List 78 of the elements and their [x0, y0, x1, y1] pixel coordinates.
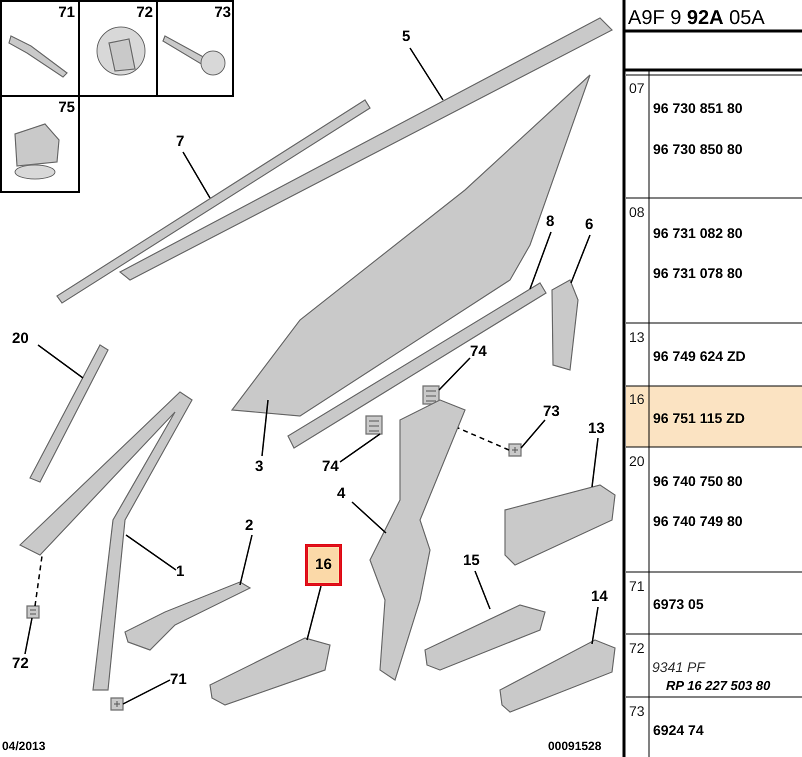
- leader-line: [474, 570, 491, 610]
- callout-number: 73: [214, 4, 231, 21]
- rivet: [110, 697, 124, 711]
- leader-line: [570, 234, 591, 284]
- leader-line: [520, 420, 546, 448]
- row-number: 08: [629, 204, 645, 220]
- callout-number: 74: [322, 458, 339, 475]
- part-number: 96 740 750 80: [653, 473, 743, 489]
- leader-line: [409, 48, 444, 100]
- dashed-assembly-line: [458, 427, 510, 451]
- callout-number: 4: [337, 485, 346, 502]
- leader-line: [340, 433, 380, 463]
- leader-line: [261, 400, 269, 456]
- callout-number: 5: [402, 28, 410, 45]
- callout-number: 73: [543, 403, 560, 420]
- callout-number: 71: [58, 4, 75, 21]
- window-switch: [499, 639, 616, 713]
- leader-line: [122, 679, 170, 705]
- leader-line: [306, 586, 322, 640]
- leader-line: [38, 344, 84, 379]
- clip: [365, 415, 383, 435]
- part-number: 96 730 851 80: [653, 100, 743, 116]
- highlighted-callout: 16: [305, 544, 342, 586]
- part-number: 96 751 115 ZD: [653, 410, 745, 426]
- row-number: 73: [629, 703, 645, 719]
- sheet-reference: A9F 9 92A 05A: [628, 7, 765, 29]
- window-switch: [209, 637, 331, 706]
- belt-moulding: [56, 99, 371, 304]
- callout-number: 71: [170, 671, 187, 688]
- leader-line: [126, 534, 176, 571]
- row-number: 16: [629, 391, 645, 407]
- leader-line: [529, 232, 552, 290]
- leader-line: [591, 606, 599, 644]
- leader-line: [182, 152, 211, 198]
- part-number: 96 731 078 80: [653, 265, 743, 281]
- footer-note: 00091528: [548, 738, 602, 754]
- mounting-bracket: [551, 279, 579, 371]
- row-number: 71: [629, 578, 645, 594]
- callout-number: 8: [546, 213, 554, 230]
- callout-number: 13: [588, 420, 605, 437]
- trim-strip: [29, 344, 109, 483]
- callout-number: 6: [585, 216, 594, 233]
- clip: [26, 605, 40, 619]
- leader-line: [591, 438, 599, 488]
- part-number: 96 731 082 80: [653, 225, 743, 241]
- callout-number: 15: [463, 552, 480, 569]
- callout-number: 14: [591, 588, 608, 605]
- callout-number: 72: [12, 655, 29, 672]
- callout-number: 20: [12, 330, 29, 347]
- row-number: 07: [629, 80, 645, 96]
- leader-line: [438, 357, 471, 391]
- part-number: 96 740 749 80: [653, 513, 743, 529]
- footer-note: 04/2013: [2, 738, 46, 754]
- row-number: 20: [629, 453, 645, 469]
- leader-line: [24, 618, 33, 654]
- callout-number: 7: [176, 133, 184, 150]
- part-number: 6973 05: [653, 596, 704, 612]
- part-number: 6924 74: [653, 722, 704, 738]
- callout-number: 72: [136, 4, 153, 21]
- leader-line: [239, 534, 253, 586]
- clip: [422, 385, 440, 405]
- row-number: 72: [629, 640, 645, 656]
- window-switch: [424, 604, 546, 671]
- part-number: 96 730 850 80: [653, 141, 743, 157]
- leader-line: [352, 501, 386, 534]
- callout-number: 2: [245, 517, 254, 534]
- row-number: 13: [629, 329, 645, 345]
- screw: [508, 443, 522, 457]
- dashed-assembly-line: [34, 556, 43, 606]
- sealing-pad: [124, 581, 252, 651]
- window-switch: [504, 484, 616, 566]
- part-number: 96 749 624 ZD: [653, 348, 746, 364]
- callout-number: 1: [176, 563, 184, 580]
- callout-number: 75: [58, 99, 75, 116]
- callout-number: 3: [255, 458, 264, 475]
- callout-number: 74: [470, 343, 487, 360]
- part-number: RP 16 227 503 80: [666, 678, 770, 694]
- part-number: 9341 PF: [652, 659, 705, 675]
